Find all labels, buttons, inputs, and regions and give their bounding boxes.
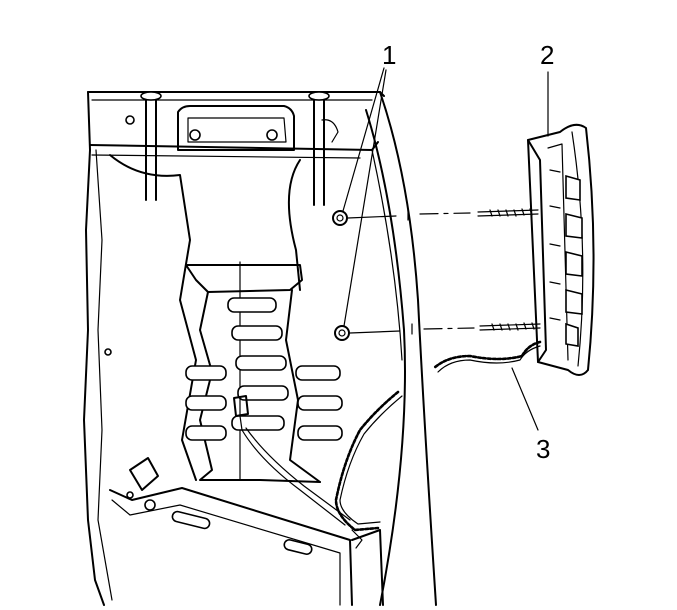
screw-lower — [479, 322, 541, 331]
retainer-nut-upper — [332, 210, 348, 226]
headrest-bracket — [125, 91, 339, 206]
side-airbag-module — [527, 123, 595, 376]
callout-3-leader — [511, 367, 539, 431]
retainer-nut-lower — [334, 325, 350, 341]
callout-1-leaders — [342, 67, 387, 327]
alignment-lines — [347, 209, 475, 335]
seat-back-frame — [83, 91, 437, 606]
screw-upper — [477, 208, 539, 217]
wiring-harness — [241, 340, 542, 549]
callout-3: 3 — [536, 434, 550, 464]
callout-1: 1 — [382, 40, 396, 70]
seat-back-panel — [109, 154, 343, 483]
callout-2: 2 — [540, 40, 554, 70]
